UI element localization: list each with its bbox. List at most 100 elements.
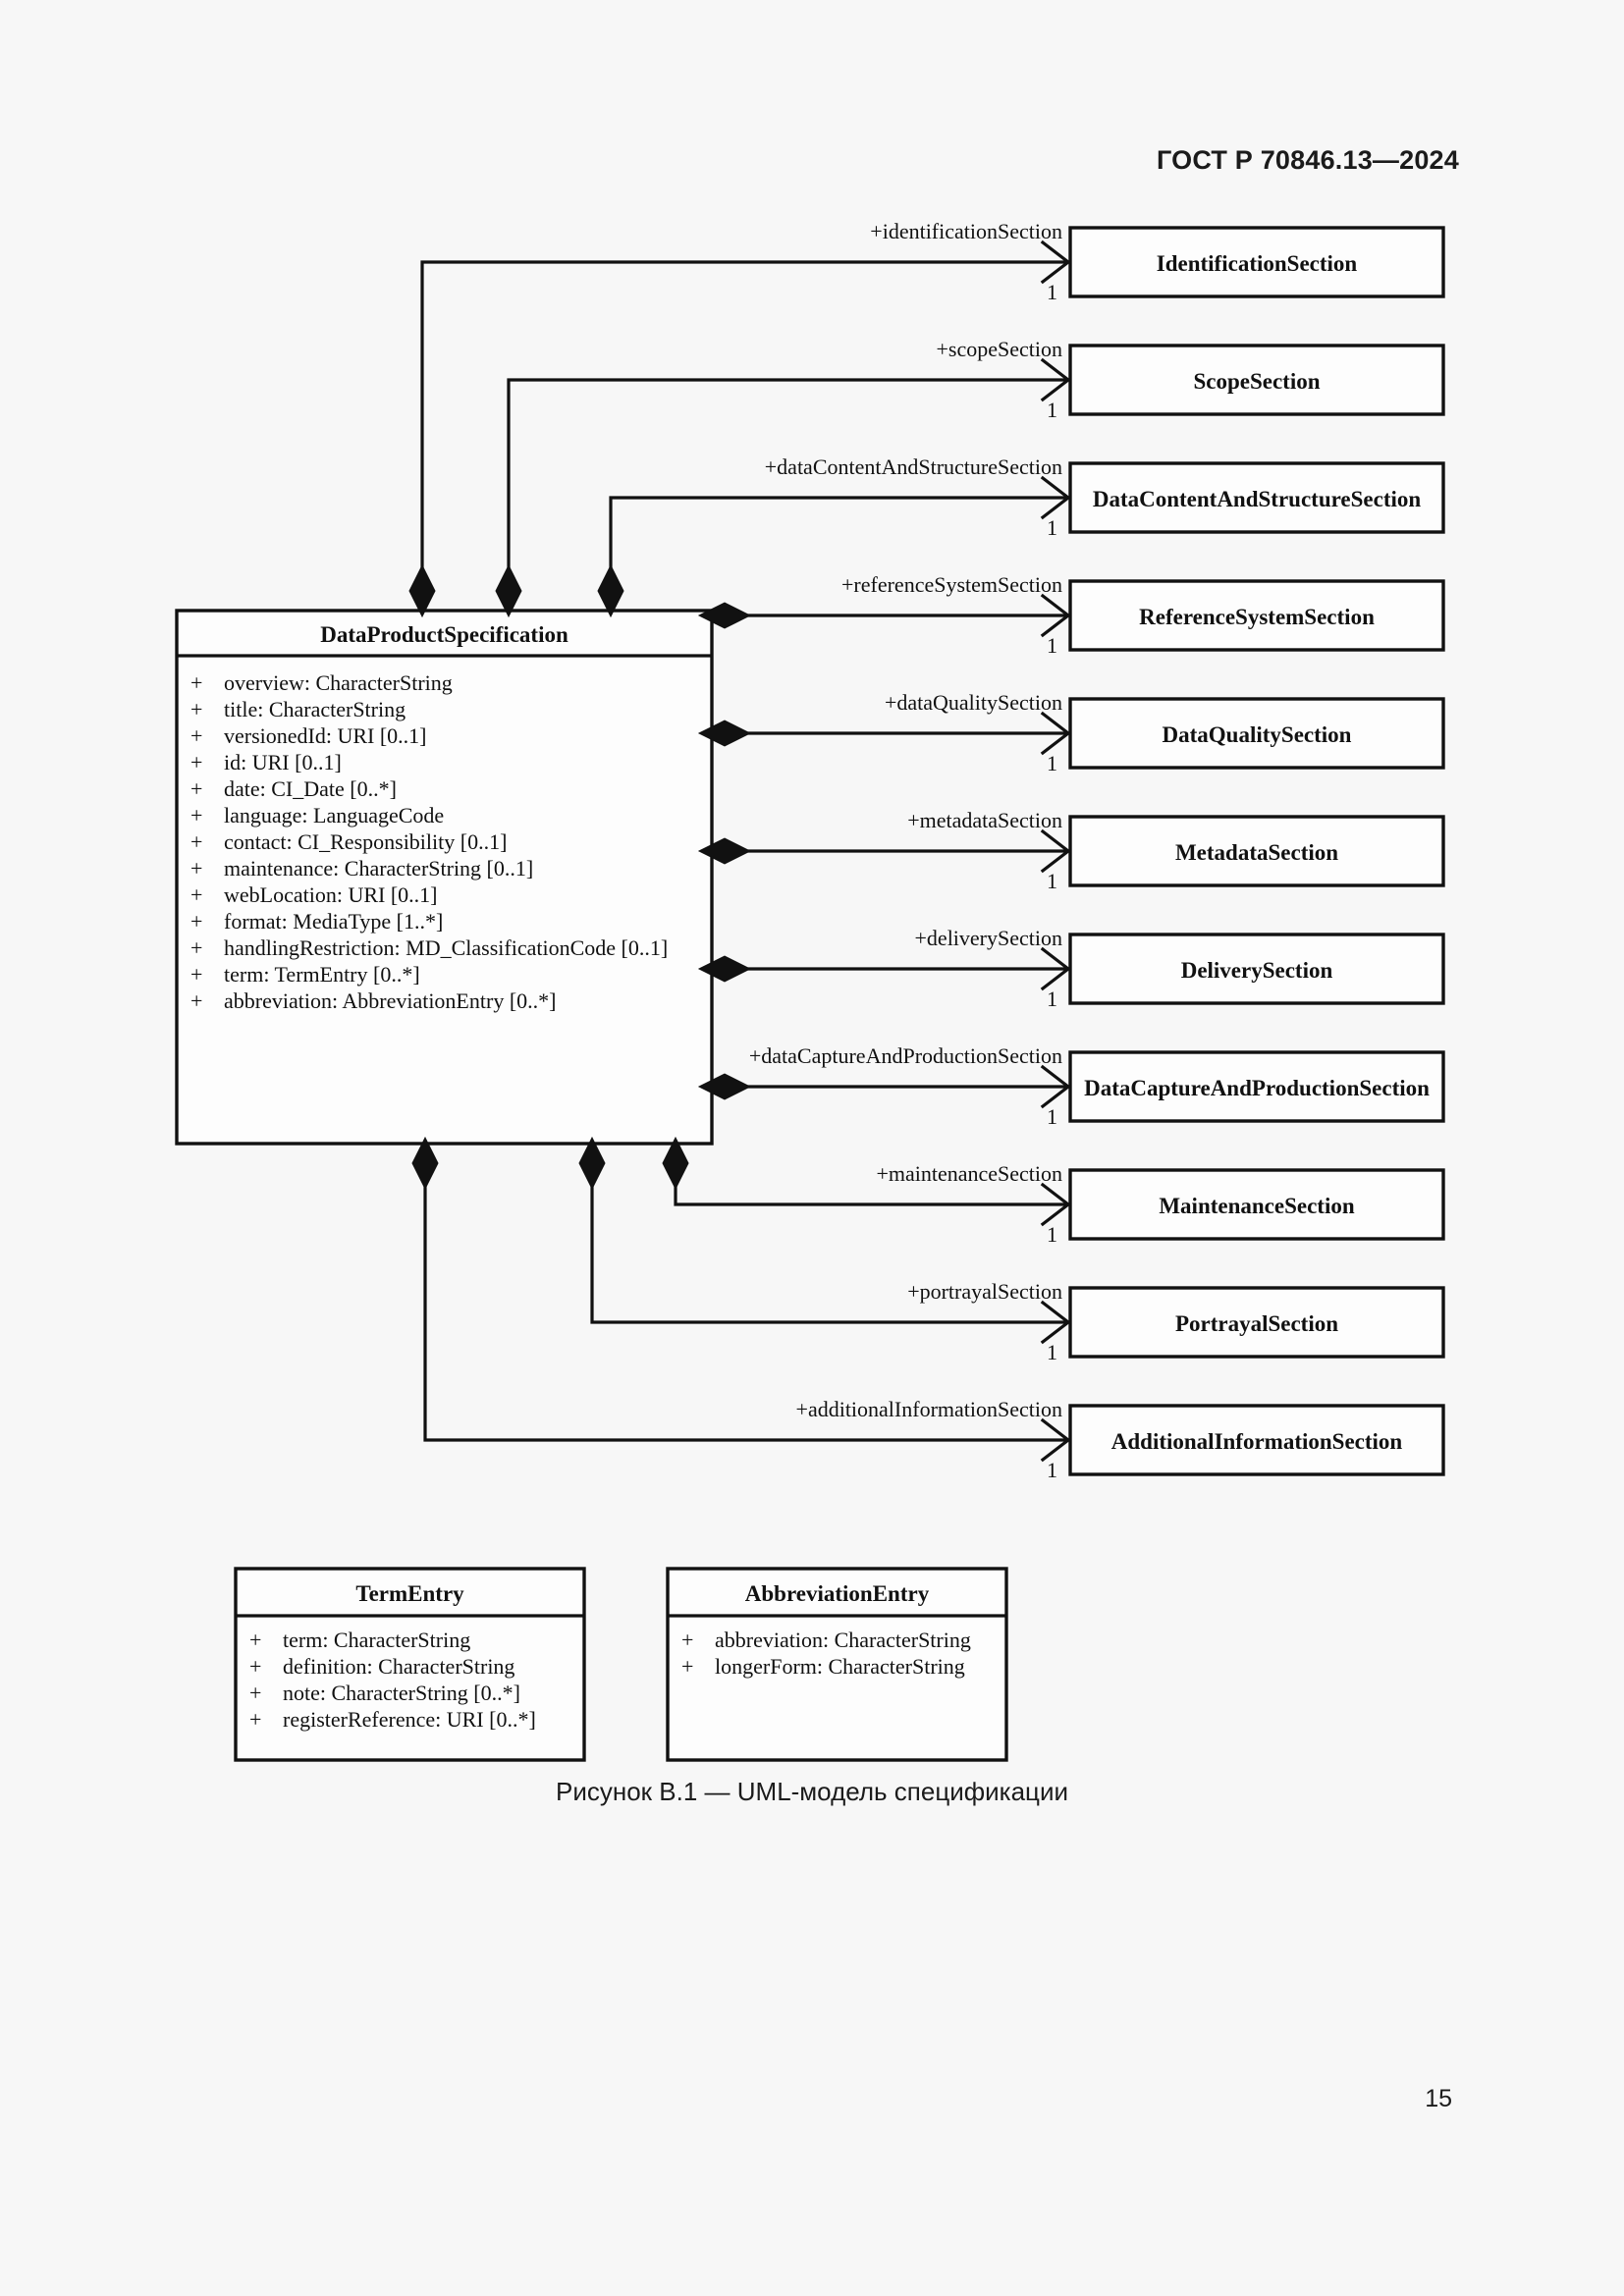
section-class-name: PortrayalSection [1175, 1311, 1338, 1336]
abbreviation-entry-attr-visibility: + [681, 1628, 693, 1652]
page-number: 15 [1425, 2085, 1452, 2112]
association-line [507, 378, 1068, 603]
main-attr-text: overview: CharacterString [224, 670, 453, 695]
term-entry-attr-text: note: CharacterString [0..*] [283, 1681, 520, 1705]
section-class-name: DataContentAndStructureSection [1093, 487, 1422, 511]
association-multiplicity: 1 [1047, 1104, 1057, 1129]
association-multiplicity: 1 [1047, 633, 1057, 658]
main-attr-visibility: + [190, 988, 202, 1013]
term-entry-attr-text: definition: CharacterString [283, 1654, 514, 1679]
association-multiplicity: 1 [1047, 280, 1057, 304]
section-box[interactable] [1068, 226, 1445, 298]
composition-diamond [697, 837, 752, 865]
section-box[interactable] [1068, 344, 1445, 416]
association-role-label: +maintenanceSection [876, 1161, 1062, 1186]
composition-diamond [662, 1136, 689, 1191]
composition-diamond [408, 563, 436, 618]
section-box[interactable] [1068, 1286, 1445, 1359]
association-role-label: +additionalInformationSection [796, 1397, 1062, 1421]
section-box[interactable] [1068, 815, 1445, 887]
main-attr-visibility: + [190, 935, 202, 960]
composition-diamond [697, 955, 752, 983]
main-attr-text: abbreviation: AbbreviationEntry [0..*] [224, 988, 556, 1013]
association-role-label: +portrayalSection [907, 1279, 1062, 1304]
association-multiplicity: 1 [1047, 869, 1057, 893]
composition-diamond [411, 1136, 439, 1191]
main-class-name: DataProductSpecification [320, 622, 568, 647]
association-role-label: +referenceSystemSection [841, 572, 1062, 597]
association-multiplicity: 1 [1047, 1458, 1057, 1482]
association-role-label: +dataContentAndStructureSection [765, 454, 1062, 479]
abbreviation-entry-attr-text: longerForm: CharacterString [715, 1654, 965, 1679]
term-entry-attr-visibility: + [249, 1654, 261, 1679]
main-attr-visibility: + [190, 829, 202, 854]
term-entry-attr-visibility: + [249, 1681, 261, 1705]
section-box[interactable] [1068, 933, 1445, 1005]
composition-diamond [697, 720, 752, 747]
association-multiplicity: 1 [1047, 1340, 1057, 1364]
main-attr-visibility: + [190, 670, 202, 695]
abbreviation-entry-attr-visibility: + [681, 1654, 693, 1679]
section-box[interactable] [1068, 1168, 1445, 1241]
term-entry-attr-text: registerReference: URI [0..*] [283, 1707, 536, 1732]
section-class-name: DataQualitySection [1163, 722, 1352, 747]
association-role-label: +metadataSection [907, 808, 1062, 832]
section-class-name: DeliverySection [1181, 958, 1333, 983]
main-attr-text: handlingRestriction: MD_ClassificationCo… [224, 935, 668, 960]
association-multiplicity: 1 [1047, 515, 1057, 540]
main-attr-visibility: + [190, 909, 202, 934]
main-attr-text: term: TermEntry [0..*] [224, 962, 420, 987]
main-attr-text: maintenance: CharacterString [0..1] [224, 856, 533, 881]
main-class-box[interactable] [175, 609, 714, 1146]
figure-caption: Рисунок В.1 — UML-модель спецификации [556, 1777, 1068, 1806]
term-entry-name: TermEntry [355, 1581, 464, 1606]
association-line [423, 1151, 1068, 1442]
section-class-name: ReferenceSystemSection [1139, 605, 1375, 629]
term-entry-box[interactable] [234, 1567, 586, 1762]
main-attr-text: contact: CI_Responsibility [0..1] [224, 829, 507, 854]
main-attr-visibility: + [190, 882, 202, 907]
main-attr-text: id: URI [0..1] [224, 750, 342, 774]
main-attr-text: date: CI_Date [0..*] [224, 776, 397, 801]
composition-diamond [495, 563, 522, 618]
main-attr-visibility: + [190, 776, 202, 801]
section-box[interactable] [1068, 697, 1445, 770]
composition-diamond [697, 602, 752, 629]
association-multiplicity: 1 [1047, 398, 1057, 422]
abbreviation-entry-name: AbbreviationEntry [745, 1581, 930, 1606]
composition-diamond [697, 1073, 752, 1100]
association-role-label: +deliverySection [915, 926, 1062, 950]
association-line [420, 260, 1068, 603]
document-header: ГОСТ Р 70846.13—2024 [1157, 145, 1459, 175]
section-box[interactable] [1068, 1050, 1445, 1123]
section-class-name: AdditionalInformationSection [1111, 1429, 1403, 1454]
association-role-label: +identificationSection [870, 219, 1062, 243]
main-attr-text: webLocation: URI [0..1] [224, 882, 438, 907]
section-box[interactable] [1068, 579, 1445, 652]
association-role-label: +scopeSection [937, 337, 1063, 361]
main-attr-visibility: + [190, 856, 202, 881]
section-box[interactable] [1068, 461, 1445, 534]
section-class-name: MaintenanceSection [1159, 1194, 1355, 1218]
section-class-name: ScopeSection [1193, 369, 1320, 394]
association-line [590, 1151, 1068, 1324]
main-attr-visibility: + [190, 750, 202, 774]
main-attr-text: versionedId: URI [0..1] [224, 723, 427, 748]
main-attr-visibility: + [190, 962, 202, 987]
main-attr-visibility: + [190, 697, 202, 721]
main-attr-text: language: LanguageCode [224, 803, 444, 828]
main-attr-text: title: CharacterString [224, 697, 406, 721]
main-attr-visibility: + [190, 723, 202, 748]
section-class-name: DataCaptureAndProductionSection [1084, 1076, 1430, 1100]
term-entry-attr-text: term: CharacterString [283, 1628, 470, 1652]
main-attr-text: format: MediaType [1..*] [224, 909, 443, 934]
abbreviation-entry-attr-text: abbreviation: CharacterString [715, 1628, 971, 1652]
term-entry-attr-visibility: + [249, 1628, 261, 1652]
composition-diamond [578, 1136, 606, 1191]
abbreviation-entry-box[interactable] [666, 1567, 1008, 1762]
association-role-label: +dataQualitySection [885, 690, 1062, 715]
association-multiplicity: 1 [1047, 751, 1057, 775]
section-class-name: IdentificationSection [1157, 251, 1358, 276]
